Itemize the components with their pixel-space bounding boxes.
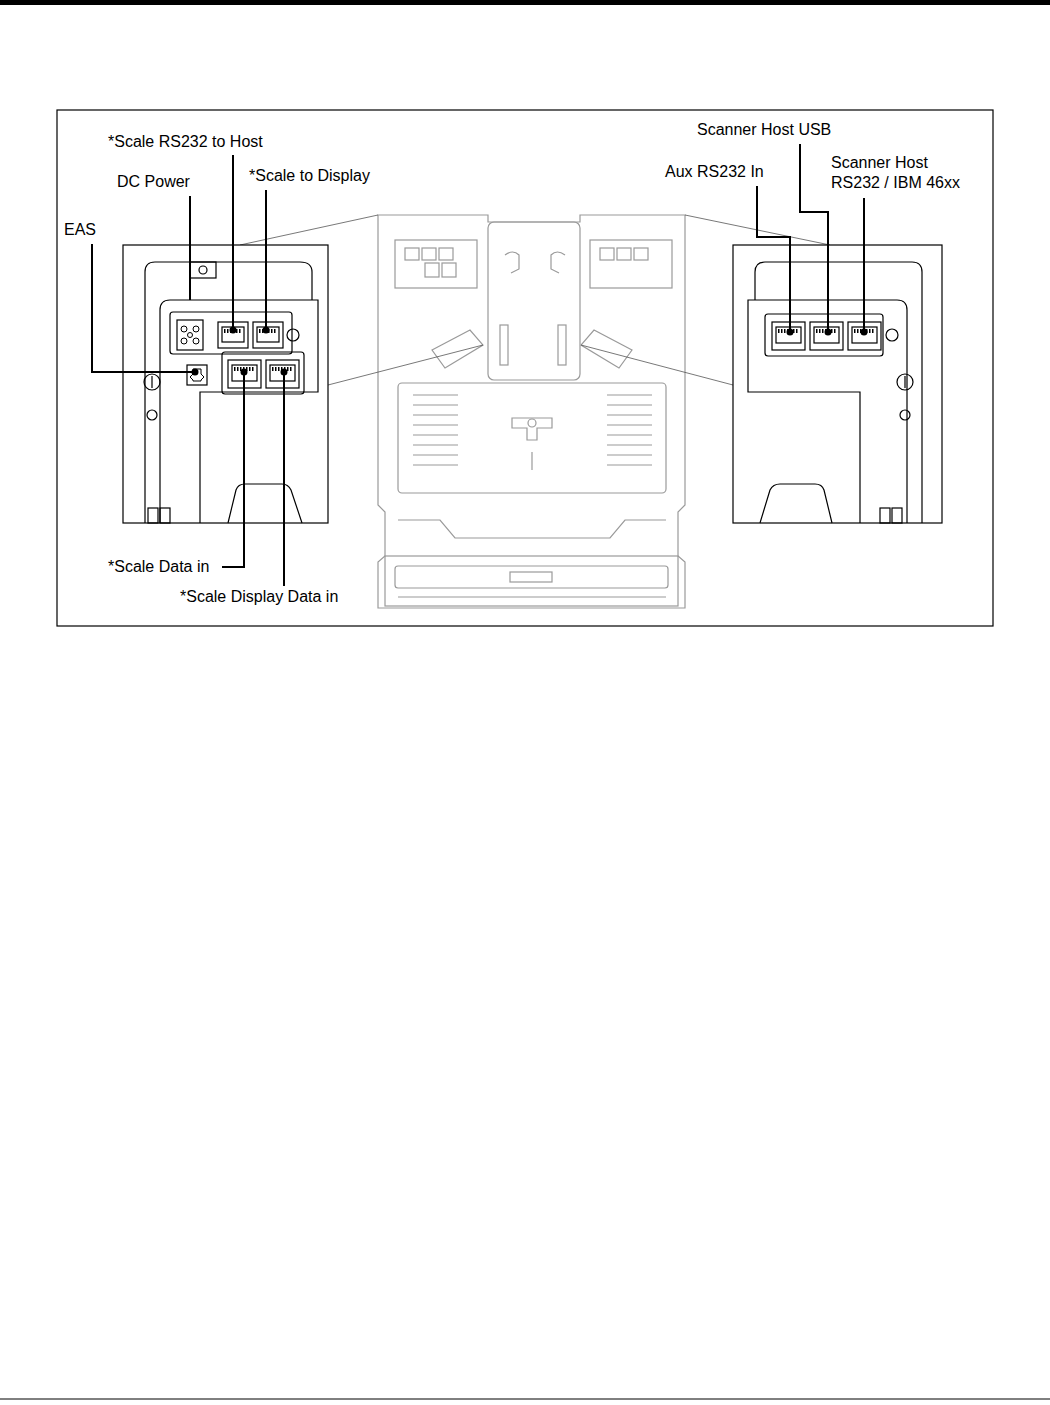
port-label: *Scale RS232 to Host <box>108 132 263 152</box>
port-label: *Scale Display Data in <box>180 587 338 607</box>
footer-rule <box>0 1399 1050 1400</box>
port-label: DC Power <box>117 172 190 192</box>
right-connector-panel <box>733 245 942 523</box>
leader-line <box>92 144 864 586</box>
port-label: Scanner Host USB <box>697 120 831 140</box>
port-label: EAS <box>64 220 96 240</box>
port-label: Scanner Host RS232 / IBM 46xx <box>831 153 971 193</box>
header-rule <box>0 0 1050 5</box>
port-label: *Scale to Display <box>249 166 370 186</box>
left-connector-panel <box>123 245 328 523</box>
port-label: *Scale Data in <box>108 557 209 577</box>
figure-frame <box>57 110 993 626</box>
scanner-bottom-view <box>378 215 685 608</box>
leader-dot <box>192 327 868 376</box>
port-label: Aux RS232 In <box>665 162 764 182</box>
